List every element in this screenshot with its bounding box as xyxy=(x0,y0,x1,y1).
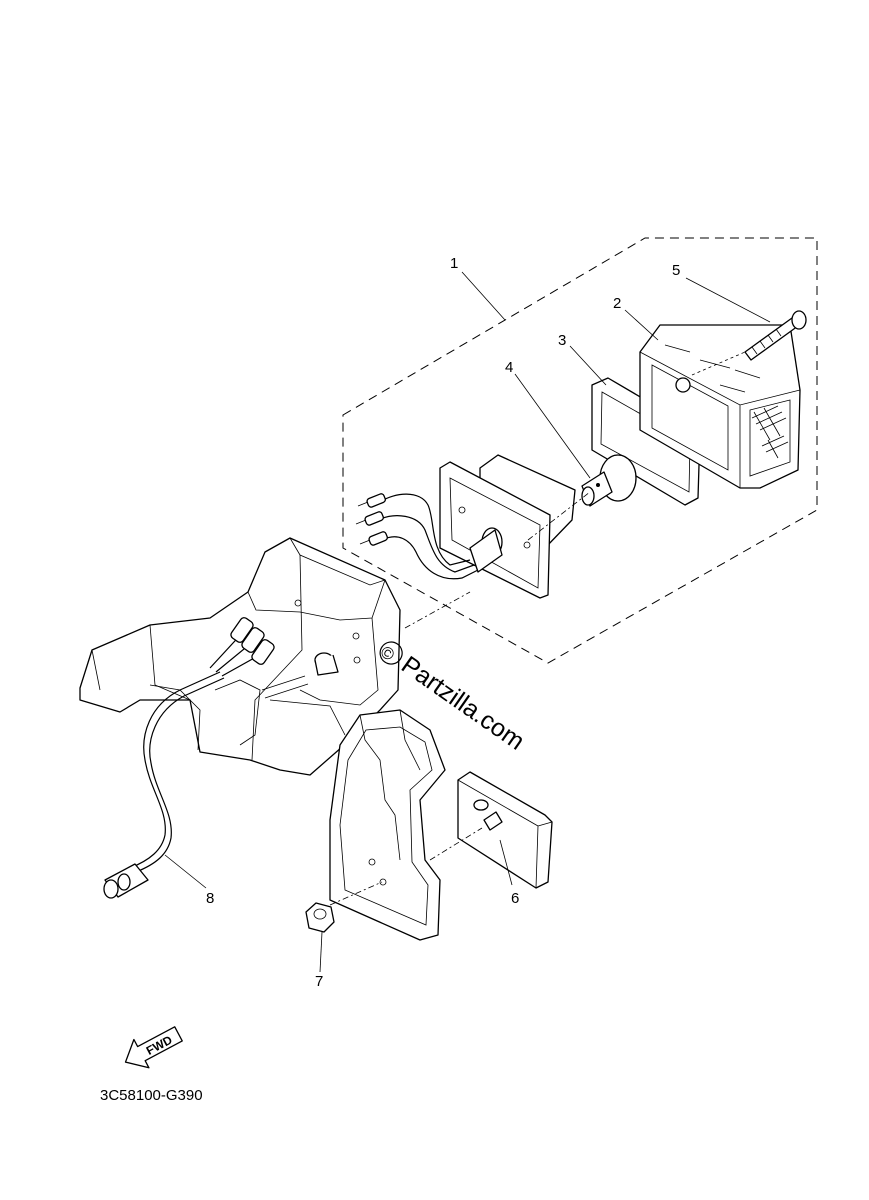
callout-4: 4 xyxy=(505,359,513,376)
tail-light-base xyxy=(355,454,576,599)
callout-5: 5 xyxy=(672,262,680,279)
callout-2: 2 xyxy=(613,295,621,312)
rear-fender-bracket xyxy=(79,537,401,776)
part-code: 3C58100-G390 xyxy=(100,1087,203,1104)
bracket-stud xyxy=(261,652,339,699)
tail-light-bulb xyxy=(581,454,637,507)
fwd-arrow-icon: FWD xyxy=(124,1026,183,1069)
lens-screw xyxy=(691,310,807,376)
callout-1: 1 xyxy=(450,255,458,272)
tail-light-lens xyxy=(639,324,801,489)
callout-8: 8 xyxy=(206,890,214,907)
license-plate-bracket xyxy=(329,709,446,941)
flange-nut xyxy=(305,902,335,933)
assembly-lines xyxy=(329,491,591,906)
callout-3: 3 xyxy=(558,332,566,349)
license-reflector xyxy=(457,771,553,889)
callout-6: 6 xyxy=(511,890,519,907)
harness-connector xyxy=(103,863,149,899)
callout-7: 7 xyxy=(315,973,323,990)
wire-harness xyxy=(103,617,275,899)
leader-lines xyxy=(164,271,771,973)
assembly-boundary xyxy=(342,237,818,664)
